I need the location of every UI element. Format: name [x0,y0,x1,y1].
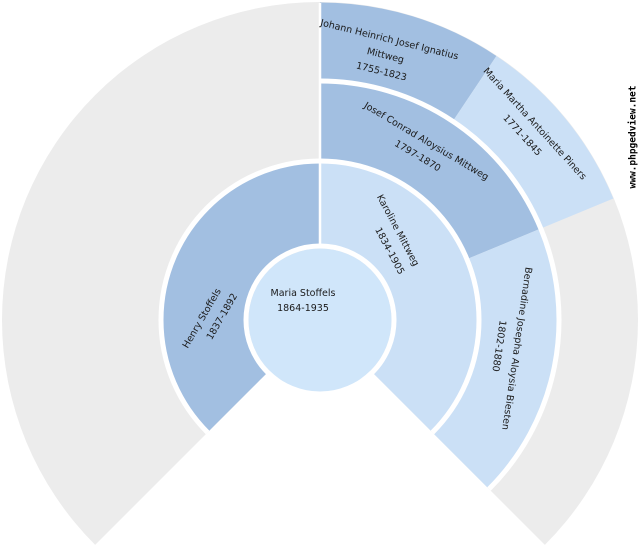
ring-separator-arc [319,78,562,491]
fan-segment-maternal-grandmother[interactable] [433,229,558,488]
watermark-phpgedview: www.phpgedview.net [627,85,639,189]
fan-segment-maternal-great-grandfather[interactable] [320,2,497,120]
fan-segment-father[interactable] [163,163,320,432]
fan-segment-maternal-great-grandmother[interactable] [453,56,614,228]
fan-segment-mother[interactable] [320,163,477,432]
fan-segment-maternal-grandfather[interactable] [320,83,539,259]
center-person-segment[interactable] [248,248,392,392]
center-person-dates: 1864-1935 [277,303,329,314]
center-person-name: Maria Stoffels [271,288,336,299]
